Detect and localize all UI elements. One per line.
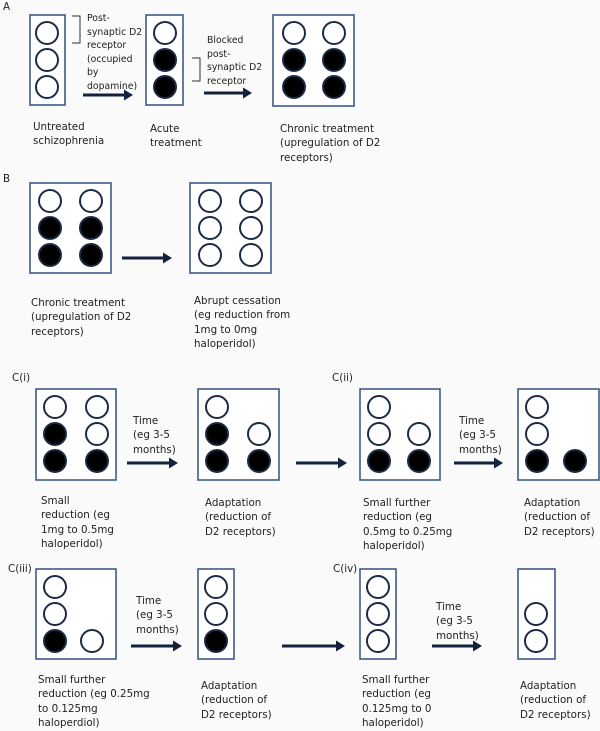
arrow-cii-time-head [494, 457, 503, 469]
free-receptor-circle [43, 575, 67, 599]
blocked-receptor-circle [153, 75, 177, 99]
blocked-receptor-circle [43, 629, 67, 653]
caption-ciii-adaptation: Adaptation (reduction of D2 receptors) [201, 680, 272, 721]
free-receptor-circle [525, 422, 549, 446]
blocked-receptor-circle [43, 422, 67, 446]
arrow-a-1-head [124, 89, 133, 101]
blocked-receptor-circle [38, 243, 62, 267]
bracket-occupied-receptor [72, 15, 81, 44]
free-receptor-circle [367, 395, 391, 419]
blocked-receptor-circle [282, 48, 306, 72]
caption-ci-adaptation: Adaptation (reduction of D2 receptors) [205, 497, 276, 538]
free-receptor-circle [204, 602, 228, 626]
caption-ci-reduction: Small reduction (eg 1mg to 0.5mg haloper… [41, 495, 114, 551]
blocked-receptor-circle [525, 449, 549, 473]
free-receptor-circle [80, 629, 104, 653]
arrow-a-2-head [243, 87, 252, 99]
caption-cii-adaptation: Adaptation (reduction of D2 receptors) [524, 497, 595, 538]
blocked-receptor-circle [85, 449, 109, 473]
blocked-receptor-circle [563, 449, 587, 473]
blocked-receptor-circle [205, 422, 229, 446]
arrow-ci-to-cii-head [338, 457, 347, 469]
free-receptor-circle [43, 602, 67, 626]
free-receptor-circle [247, 422, 271, 446]
time-label-civ: Time (eg 3-5 months) [436, 601, 479, 642]
free-receptor-circle [205, 395, 229, 419]
annotation-occupied-receptor: Post- synaptic D2 receptor (occupied by … [87, 13, 143, 92]
free-receptor-circle [204, 575, 228, 599]
blocked-receptor-circle [407, 449, 431, 473]
panel-label-ci: C(i) [12, 372, 31, 384]
time-label-ciii: Time (eg 3-5 months) [136, 595, 179, 636]
blocked-receptor-circle [204, 629, 228, 653]
free-receptor-circle [35, 21, 59, 45]
blocked-receptor-circle [205, 449, 229, 473]
free-receptor-circle [366, 602, 390, 626]
blocked-receptor-circle [247, 449, 271, 473]
bracket-blocked-receptor [192, 57, 201, 82]
blocked-receptor-circle [43, 449, 67, 473]
panel-label-civ: C(iv) [333, 563, 358, 575]
time-label-cii: Time (eg 3-5 months) [459, 415, 502, 456]
free-receptor-circle [198, 243, 222, 267]
free-receptor-circle [35, 75, 59, 99]
arrow-ciii-to-civ-head [336, 640, 345, 652]
caption-civ-reduction: Small further reduction (eg 0.125mg to 0… [362, 674, 432, 730]
free-receptor-circle [407, 422, 431, 446]
blocked-receptor-circle [153, 48, 177, 72]
free-receptor-circle [85, 422, 109, 446]
arrow-civ-time-head [473, 640, 482, 652]
blocked-receptor-circle [282, 75, 306, 99]
blocked-receptor-circle [367, 449, 391, 473]
arrow-b-head [163, 252, 172, 264]
free-receptor-circle [282, 21, 306, 45]
caption-chronic-b: Chronic treatment (upregulation of D2 re… [31, 297, 132, 338]
free-receptor-circle [35, 48, 59, 72]
free-receptor-circle [43, 395, 67, 419]
free-receptor-circle [322, 21, 346, 45]
free-receptor-circle [198, 189, 222, 213]
annotation-blocked-receptor: Blocked post- synaptic D2 receptor [207, 35, 263, 87]
blocked-receptor-circle [322, 75, 346, 99]
panel-label-a: A [3, 1, 11, 13]
free-receptor-circle [239, 189, 263, 213]
free-receptor-circle [198, 216, 222, 240]
caption-untreated: Untreated schizophrenia [33, 121, 105, 148]
free-receptor-circle [79, 189, 103, 213]
free-receptor-circle [239, 243, 263, 267]
free-receptor-circle [239, 216, 263, 240]
arrow-ciii-time-head [173, 640, 182, 652]
caption-acute: Acute treatment [150, 123, 202, 150]
caption-civ-adaptation: Adaptation (reduction of D2 receptors) [520, 680, 591, 721]
free-receptor-circle [366, 629, 390, 653]
free-receptor-circle [524, 602, 548, 626]
blocked-receptor-circle [322, 48, 346, 72]
free-receptor-circle [524, 629, 548, 653]
blocked-receptor-circle [38, 216, 62, 240]
free-receptor-circle [153, 21, 177, 45]
blocked-receptor-circle [79, 216, 103, 240]
panel-label-cii: C(ii) [332, 372, 353, 384]
arrow-ci-time-head [169, 457, 178, 469]
caption-abrupt-cessation: Abrupt cessation (eg reduction from 1mg … [194, 295, 291, 351]
caption-ciii-reduction: Small further reduction (eg 0.25mg to 0.… [38, 674, 150, 730]
free-receptor-circle [85, 395, 109, 419]
time-label-ci: Time (eg 3-5 months) [133, 415, 176, 456]
caption-cii-reduction: Small further reduction (eg 0.5mg to 0.2… [363, 497, 453, 553]
free-receptor-circle [525, 395, 549, 419]
free-receptor-circle [366, 575, 390, 599]
free-receptor-circle [38, 189, 62, 213]
free-receptor-circle [367, 422, 391, 446]
panel-label-ciii: C(iii) [8, 563, 32, 575]
caption-chronic-a: Chronic treatment (upregulation of D2 re… [280, 123, 381, 164]
blocked-receptor-circle [79, 243, 103, 267]
panel-label-b: B [3, 173, 11, 185]
